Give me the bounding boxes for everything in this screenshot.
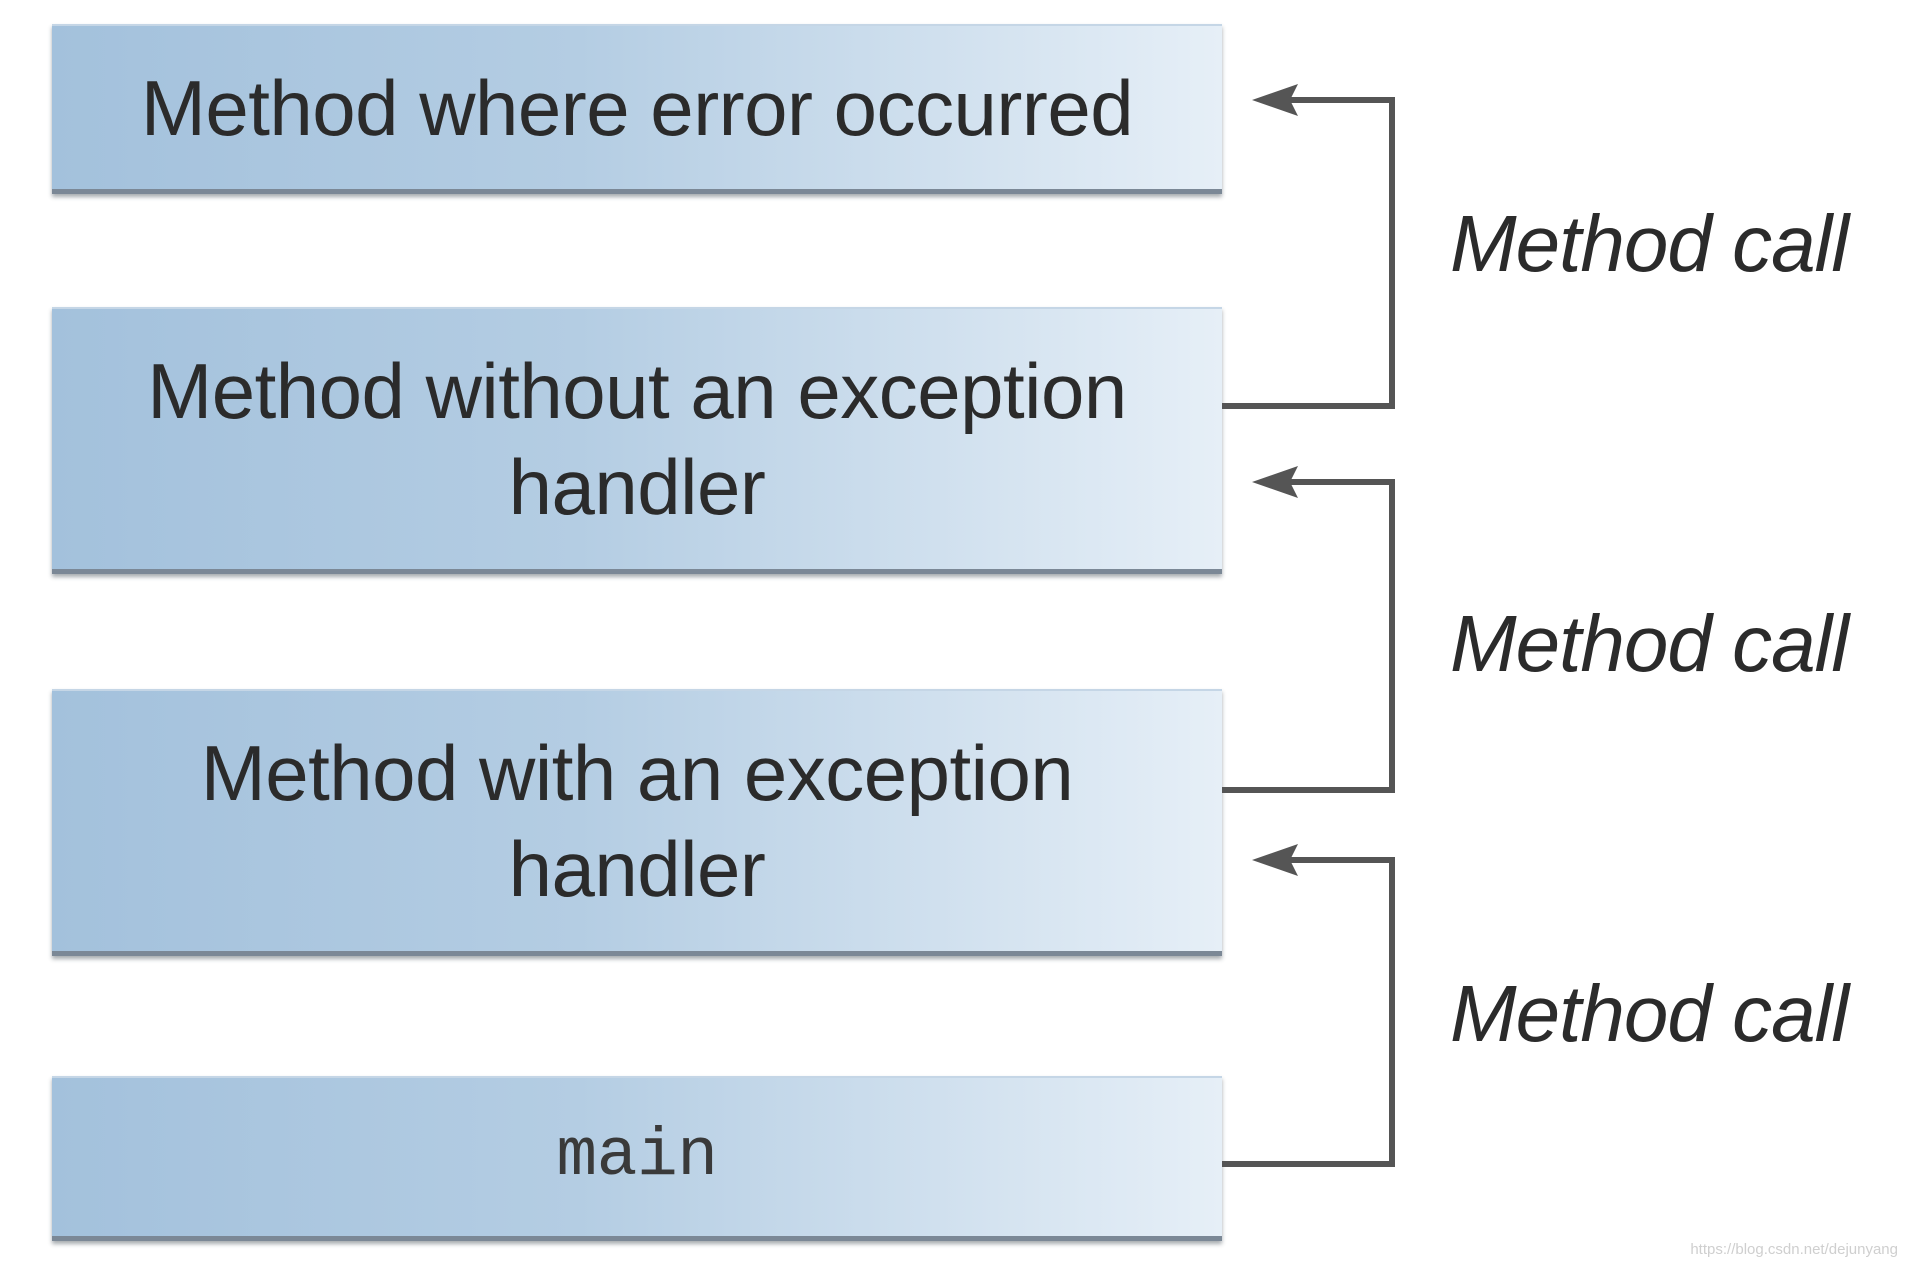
method-call-label: Method call xyxy=(1450,599,1849,688)
stack-frame-label: Method without an exception handler xyxy=(147,347,1127,531)
stack-frame-label: main xyxy=(556,1118,718,1195)
stack-frame-error-method: Method where error occurred xyxy=(52,24,1222,194)
arrowhead-icon xyxy=(1252,844,1298,876)
method-call-label: Method call xyxy=(1450,199,1849,288)
stack-frame-label: Method with an exception handler xyxy=(200,729,1074,913)
arrowhead-icon xyxy=(1252,84,1298,116)
stack-frame-main: main xyxy=(52,1076,1222,1241)
watermark: https://blog.csdn.net/dejunyang xyxy=(1690,1241,1898,1258)
arrowhead-icon xyxy=(1252,466,1298,498)
stack-frame-no-handler: Method without an exception handler xyxy=(52,307,1222,574)
stack-frame-with-handler: Method with an exception handler xyxy=(52,689,1222,956)
call-arrow-line xyxy=(1222,97,1395,409)
call-arrow-line xyxy=(1222,479,1395,793)
call-arrow-line xyxy=(1222,857,1395,1167)
stack-frame-label: Method where error occurred xyxy=(140,63,1134,152)
method-call-label: Method call xyxy=(1450,969,1849,1058)
